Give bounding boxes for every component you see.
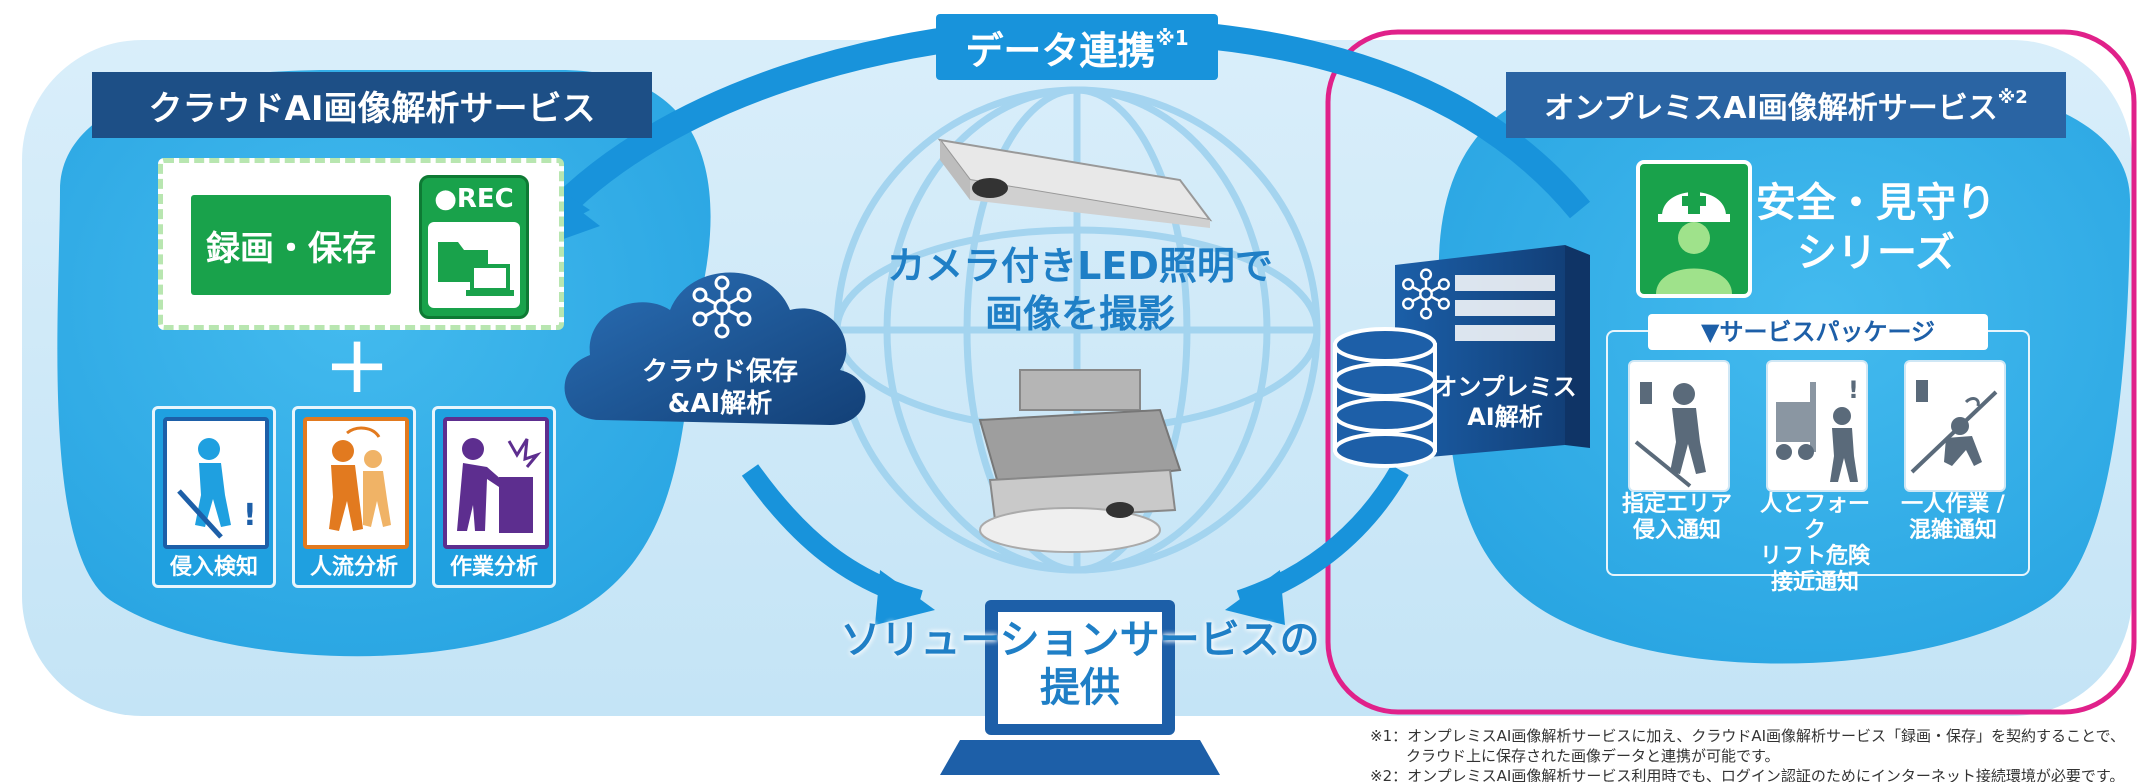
rec-card: ●REC bbox=[419, 175, 529, 319]
series-title: 安全・見守り シリーズ bbox=[1756, 178, 1996, 278]
feature-label-intrusion: 侵入検知 bbox=[169, 555, 258, 580]
solution-caption-line2: 提供 bbox=[1040, 665, 1120, 711]
package-label-lone-worker: 一人作業 / 混雑通知 bbox=[1901, 492, 2005, 543]
onprem-note-mark: ※2 bbox=[1997, 86, 2028, 108]
data-link-badge: データ連携 ※1 bbox=[936, 14, 1218, 80]
high-bay-light-image bbox=[960, 360, 1200, 560]
center-caption: カメラ付きLED照明で 画像を撮影 bbox=[860, 242, 1300, 338]
network-icon-cloud bbox=[690, 275, 754, 339]
server-label-line1: オンプレミス bbox=[1433, 373, 1577, 401]
svg-text:!: ! bbox=[243, 498, 257, 533]
feature-label-work-analysis: 作業分析 bbox=[449, 555, 538, 580]
rec-badge: ●REC bbox=[434, 184, 514, 214]
record-panel: 録画・保存 ●REC bbox=[158, 158, 564, 330]
forklift-icon: ! bbox=[1766, 360, 1868, 492]
worker-helmet-icon bbox=[1636, 160, 1752, 298]
lone-worker-icon bbox=[1904, 360, 2006, 492]
package-panel: ▼サービスパッケージ ! 指定エリア 侵入通知 bbox=[1606, 314, 2030, 595]
center-caption-line2: 画像を撮影 bbox=[984, 292, 1175, 336]
package-label-forklift: 人とフォーク リフト危険 接近通知 bbox=[1759, 492, 1870, 595]
package-label-restricted-area: 指定エリア 侵入通知 bbox=[1621, 492, 1732, 543]
intrusion-icon: ! bbox=[163, 417, 269, 549]
svg-text:!: ! bbox=[1848, 376, 1859, 404]
solution-caption-line1: ソリューションサービスの bbox=[840, 617, 1320, 663]
package-label: ▼サービスパッケージ bbox=[1648, 314, 1988, 350]
feature-card-intrusion: ! 侵入検知 bbox=[152, 406, 276, 588]
folder-laptop-icon bbox=[428, 222, 520, 308]
server-label: オンプレミス AI解析 bbox=[1430, 372, 1580, 432]
cloud-service-title: クラウドAI画像解析サービス bbox=[92, 72, 652, 138]
cloud-ai-line2: &AI解析 bbox=[667, 389, 773, 419]
led-camera-light-image bbox=[930, 120, 1220, 230]
restricted-area-icon bbox=[1628, 360, 1730, 492]
data-link-note-mark: ※1 bbox=[1155, 26, 1189, 50]
cloud-ai-line1: クラウド保存 bbox=[641, 357, 798, 387]
people-flow-icon bbox=[303, 417, 409, 549]
feature-card-people-flow: 人流分析 bbox=[292, 406, 416, 588]
record-label-box: 録画・保存 bbox=[191, 195, 391, 295]
plus-sign: + bbox=[323, 318, 391, 411]
onprem-service-title: オンプレミスAI画像解析サービス ※2 bbox=[1506, 72, 2066, 138]
footnote-1-line1: ※1：オンプレミスAI画像解析サービスに加え、クラウドAI画像解析サービス「録画… bbox=[1370, 727, 2125, 745]
footnotes: ※1：オンプレミスAI画像解析サービスに加え、クラウドAI画像解析サービス「録画… bbox=[1370, 726, 2150, 782]
work-analysis-icon bbox=[443, 417, 549, 549]
footnote-2: ※2：オンプレミスAI画像解析サービス利用時でも、ログイン認証のためにインターネ… bbox=[1370, 767, 2125, 782]
feature-card-work-analysis: 作業分析 bbox=[432, 406, 556, 588]
footnote-1-line2: クラウド上に保存された画像データと連携が可能です。 bbox=[1406, 747, 1780, 765]
center-caption-line1: カメラ付きLED照明で bbox=[887, 244, 1273, 288]
network-icon-server bbox=[1400, 268, 1452, 320]
data-link-label: データ連携 bbox=[965, 28, 1156, 73]
series-title-line1: 安全・見守り bbox=[1756, 180, 1996, 226]
series-title-line2: シリーズ bbox=[1797, 230, 1955, 276]
solution-caption: ソリューションサービスの 提供 bbox=[820, 616, 1340, 712]
feature-label-people-flow: 人流分析 bbox=[309, 555, 398, 580]
cloud-ai-label: クラウド保存 &AI解析 bbox=[590, 356, 850, 420]
server-label-line2: AI解析 bbox=[1467, 403, 1543, 431]
